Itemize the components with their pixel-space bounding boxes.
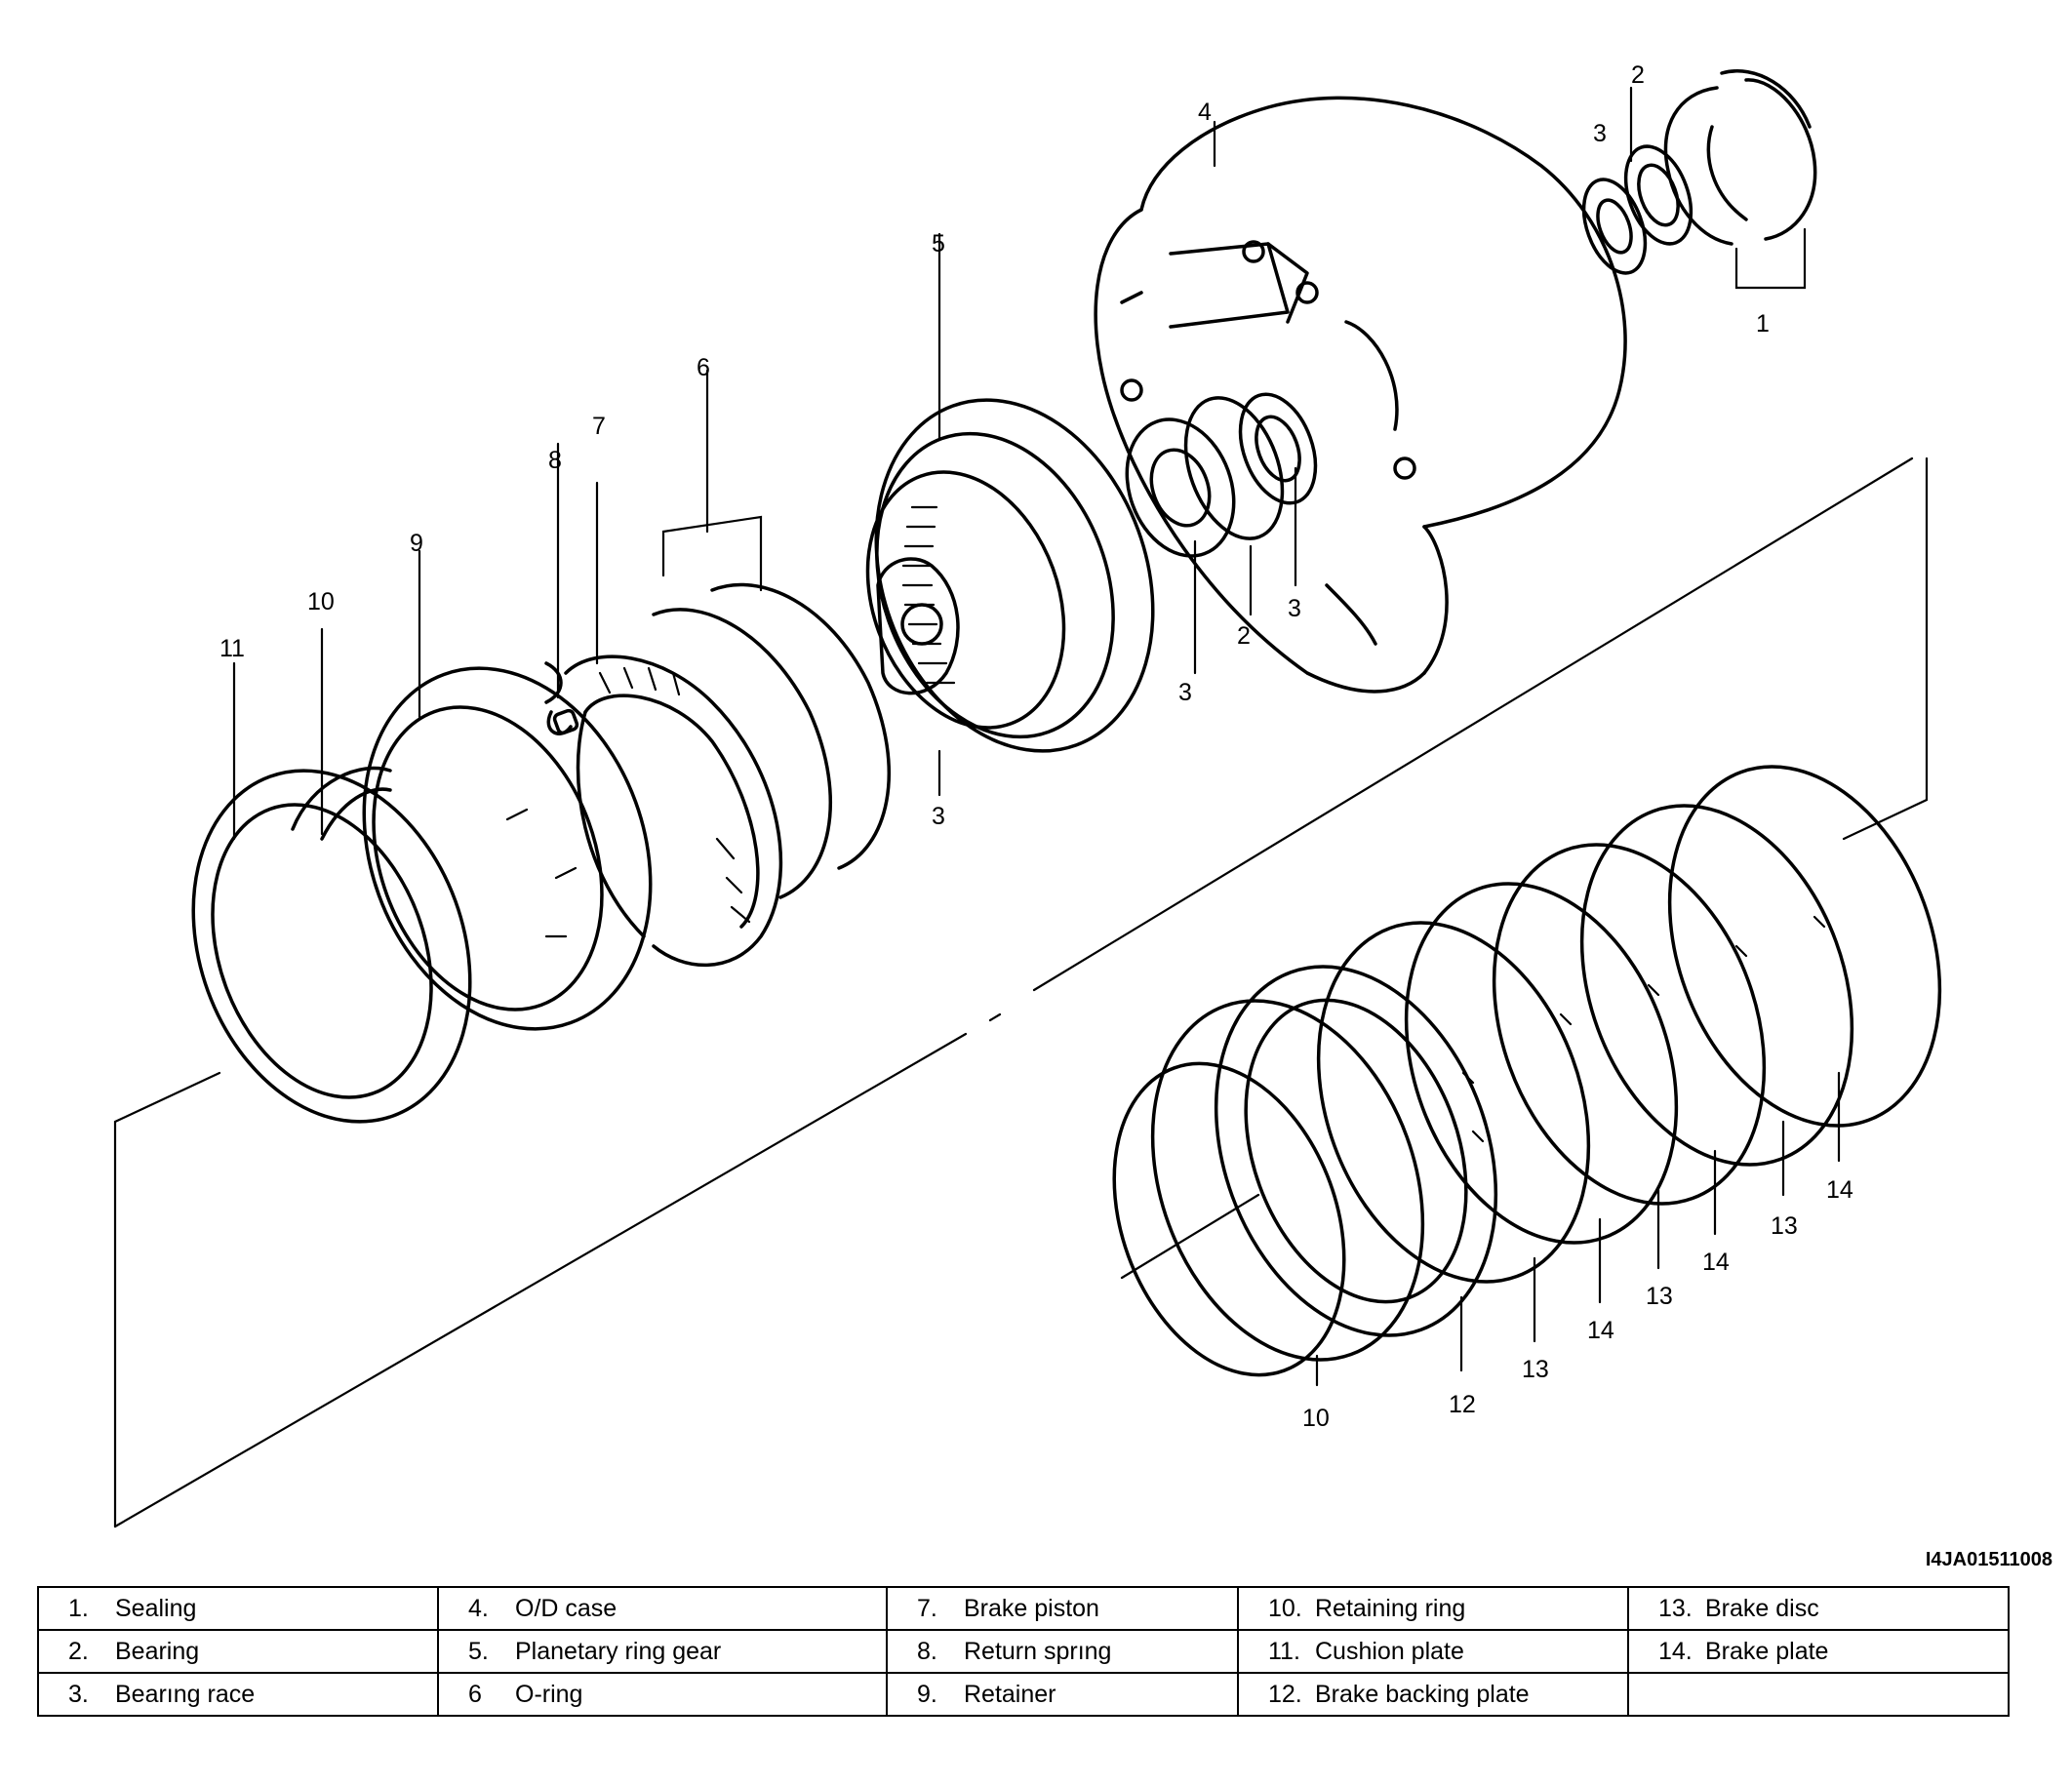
legend-cell: 7. Brake piston [886, 1586, 1239, 1631]
callout-2: 2 [1237, 622, 1251, 650]
legend-cell: 13. Brake disc [1627, 1586, 2010, 1631]
callout-11: 11 [219, 635, 245, 662]
callout-14: 14 [1587, 1317, 1614, 1344]
legend-number: 8. [917, 1637, 937, 1665]
callout-3: 3 [1178, 679, 1192, 706]
legend-number: 3. [68, 1680, 89, 1708]
part-bearing-inner [1125, 392, 1318, 558]
callout-2: 2 [1631, 61, 1645, 89]
figure-reference-code: I4JA01511008 [1925, 1549, 2052, 1570]
part-sealing-rings [1663, 69, 1817, 290]
part-retainer [362, 666, 653, 1031]
part-brake-piston [564, 654, 783, 968]
legend-cell: 12. Brake backing plate [1237, 1672, 1629, 1717]
part-o-rings [652, 515, 892, 899]
part-cushion-plate [191, 769, 472, 1124]
legend-row: 3. Bearıng race 6 O-ring 9. Retainer 12. Bra… [37, 1672, 2010, 1717]
callout-3: 3 [1288, 595, 1301, 622]
callout-13: 13 [1646, 1283, 1673, 1310]
callout-4: 4 [1198, 99, 1212, 126]
callout-13: 13 [1522, 1356, 1549, 1383]
legend-cell: 14. Brake plate [1627, 1629, 2010, 1674]
callout-6: 6 [697, 354, 710, 381]
legend-label: Planetary ring gear [515, 1637, 722, 1665]
legend-cell: 2. Bearing [37, 1629, 439, 1674]
exploded-parts-diagram: 1 2 3 4 5 2 3 3 3 6 7 8 9 10 11 10 12 13… [113, 61, 1942, 1528]
callout-9: 9 [410, 530, 423, 557]
callout-10: 10 [1302, 1405, 1330, 1432]
callout-10: 10 [307, 588, 335, 615]
legend-cell: 10. Retaining ring [1237, 1586, 1629, 1631]
assembly-boundary [113, 456, 1929, 1528]
parts-legend-table: 1. Sealing 4. O/D case 7. Brake piston 10. R… [37, 1586, 2010, 1717]
legend-cell: 8. Return sprıng [886, 1629, 1239, 1674]
legend-label: Brake backing plate [1315, 1680, 1530, 1708]
legend-label: Return sprıng [964, 1637, 1112, 1665]
legend-cell: 5. Planetary ring gear [437, 1629, 888, 1674]
legend-label: O-ring [515, 1680, 583, 1708]
part-bearing-top [1581, 144, 1693, 275]
callout-14: 14 [1702, 1249, 1730, 1276]
legend-number: 7. [917, 1594, 937, 1622]
callout-12: 12 [1449, 1391, 1476, 1418]
legend-label: Brake plate [1705, 1637, 1829, 1665]
legend-cell [1627, 1672, 2010, 1717]
legend-cell: 6 O-ring [437, 1672, 888, 1717]
legend-number: 14. [1658, 1637, 1693, 1665]
legend-number: 4. [468, 1594, 489, 1622]
legend-number: 5. [468, 1637, 489, 1665]
callout-3: 3 [932, 803, 945, 830]
callout-13: 13 [1771, 1212, 1798, 1240]
legend-cell: 4. O/D case [437, 1586, 888, 1631]
legend-number: 2. [68, 1637, 89, 1665]
part-retaining-ring-left [291, 766, 392, 841]
legend-label: Bearıng race [115, 1680, 256, 1708]
part-od-case [1094, 96, 1627, 694]
callout-14: 14 [1826, 1176, 1853, 1204]
callout-7: 7 [592, 413, 606, 440]
legend-label: Retaining ring [1315, 1594, 1466, 1622]
legend-number: 9. [917, 1680, 937, 1708]
part-planetary-ring-gear [865, 398, 1155, 753]
legend-number: 6 [468, 1680, 482, 1708]
legend-row: 1. Sealing 4. O/D case 7. Brake piston 10. R… [37, 1586, 2010, 1631]
legend-label: Retainer [964, 1680, 1056, 1708]
legend-cell: 1. Sealing [37, 1586, 439, 1631]
callout-8: 8 [548, 447, 562, 474]
legend-number: 13. [1658, 1594, 1693, 1622]
legend-number: 11. [1268, 1637, 1300, 1665]
legend-cell: 3. Bearıng race [37, 1672, 439, 1717]
callout-5: 5 [932, 230, 945, 258]
legend-cell: 11. Cushion plate [1237, 1629, 1629, 1674]
legend-label: Brake disc [1705, 1594, 1819, 1622]
legend-number: 1. [68, 1594, 89, 1622]
callout-1: 1 [1756, 310, 1770, 337]
legend-label: Cushion plate [1315, 1637, 1464, 1665]
legend-row: 2. Bearing 5. Planetary ring gear 8. Return… [37, 1629, 2010, 1674]
legend-number: 10. [1268, 1594, 1302, 1622]
legend-label: O/D case [515, 1594, 618, 1622]
legend-label: Sealing [115, 1594, 197, 1622]
legend-number: 12. [1268, 1680, 1302, 1708]
legend-label: Bearing [115, 1637, 200, 1665]
part-clutch-pack [1112, 765, 1942, 1377]
leader-lines [232, 86, 1841, 1387]
part-return-spring [544, 661, 579, 735]
legend-cell: 9. Retainer [886, 1672, 1239, 1717]
legend-label: Brake piston [964, 1594, 1099, 1622]
callout-3: 3 [1593, 120, 1607, 147]
callout-numbers: 1 2 3 4 5 2 3 3 3 6 7 8 9 10 11 10 12 13… [219, 61, 1853, 1432]
